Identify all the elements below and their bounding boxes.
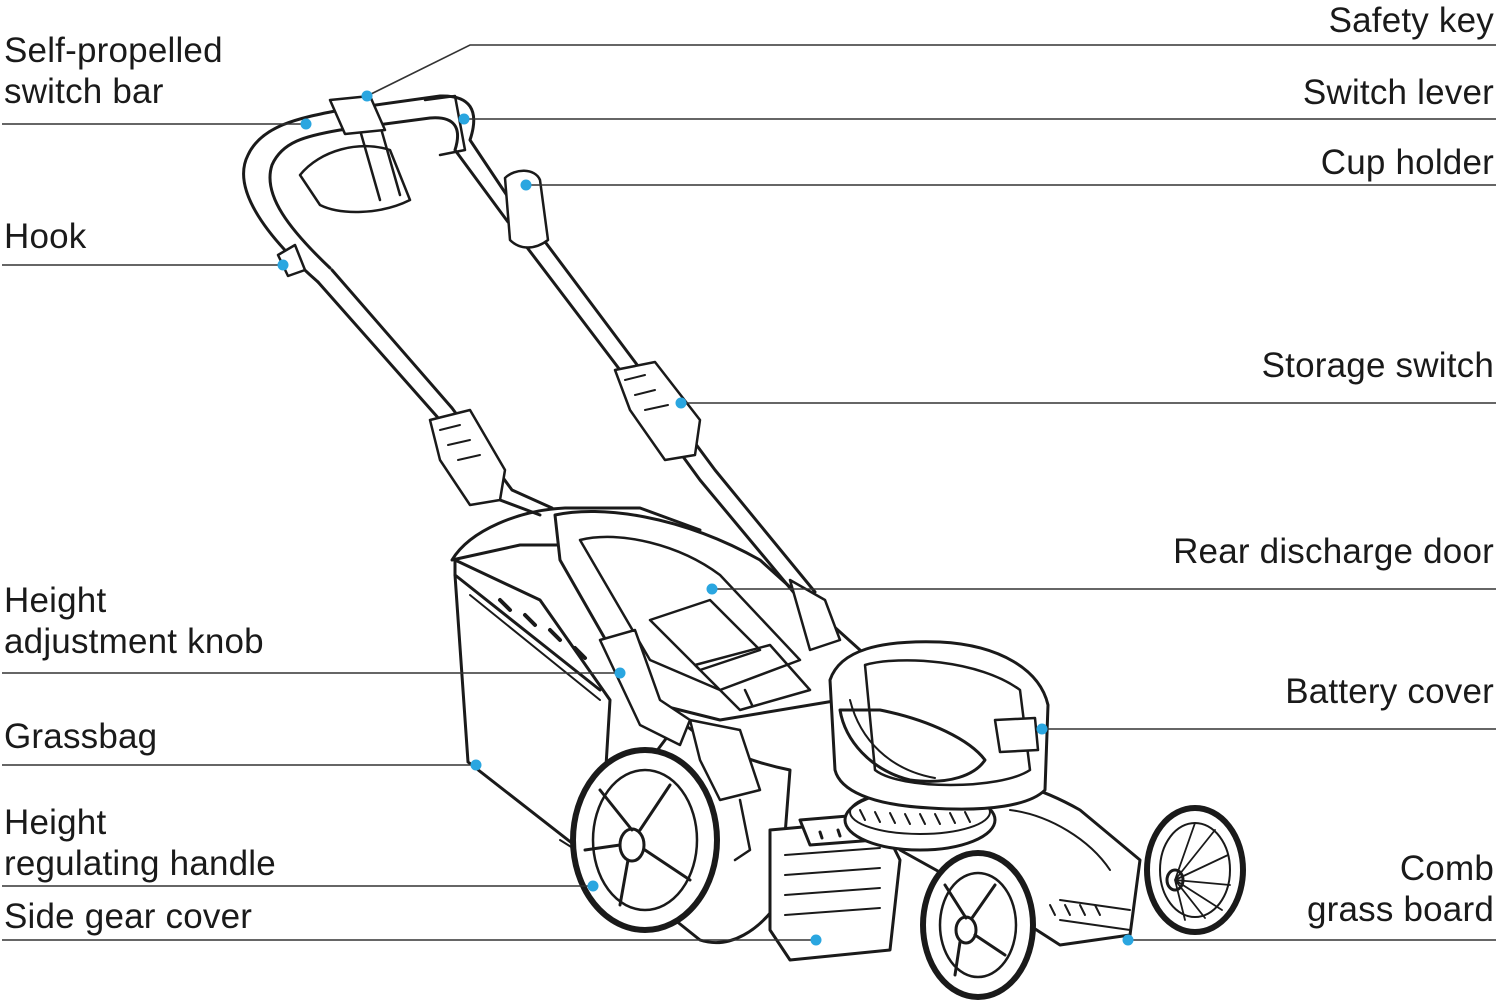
dot-height-adjustment-knob xyxy=(614,667,626,679)
dot-side-gear-cover xyxy=(810,934,822,946)
label-line: Self-propelled xyxy=(4,31,223,70)
dot-switch-lever xyxy=(458,113,470,125)
leader-safety-key xyxy=(366,44,1496,97)
label-height-adjustment-knob: Height adjustment knob xyxy=(4,580,264,662)
dot-battery-cover xyxy=(1036,723,1048,735)
label-comb-grass-board: Comb grass board xyxy=(1307,848,1494,930)
label-self-propelled-switch-bar: Self-propelled switch bar xyxy=(4,30,223,112)
dot-rear-discharge-door xyxy=(706,583,718,595)
front-right-wheel-shape xyxy=(1144,805,1246,935)
label-cup-holder: Cup holder xyxy=(1320,143,1494,182)
label-line: Height xyxy=(4,803,107,842)
handle-frame-shape xyxy=(242,94,842,862)
leader-lines xyxy=(2,44,1496,941)
label-grassbag: Grassbag xyxy=(4,717,158,756)
label-rear-discharge-door: Rear discharge door xyxy=(1173,532,1494,571)
label-line: adjustment knob xyxy=(4,622,264,661)
dot-comb-grass-board xyxy=(1122,934,1134,946)
label-hook: Hook xyxy=(4,217,87,256)
dot-storage-switch xyxy=(675,397,687,409)
front-left-wheel-shape xyxy=(920,850,1036,1000)
dot-cup-holder xyxy=(520,179,532,191)
dot-grassbag xyxy=(470,759,482,771)
dot-hook xyxy=(277,259,289,271)
lawn-mower-icon xyxy=(242,94,1246,1000)
label-side-gear-cover: Side gear cover xyxy=(4,897,253,936)
label-line: grass board xyxy=(1306,890,1494,929)
label-height-regulating-handle: Height regulating handle xyxy=(4,802,276,884)
dot-self-propelled-switch-bar xyxy=(300,118,312,130)
label-battery-cover: Battery cover xyxy=(1285,672,1494,711)
rear-left-wheel-shape xyxy=(570,747,720,933)
label-line: Height xyxy=(4,581,107,620)
label-line: regulating handle xyxy=(4,844,276,883)
label-line: Comb xyxy=(1399,849,1494,888)
label-line: switch bar xyxy=(4,72,164,111)
callout-dots xyxy=(277,90,1134,946)
dot-height-regulating-handle xyxy=(587,880,599,892)
label-switch-lever: Switch lever xyxy=(1302,73,1494,112)
dot-safety-key xyxy=(361,90,373,102)
label-storage-switch: Storage switch xyxy=(1261,346,1494,385)
battery-housing-shape xyxy=(828,640,1050,811)
label-safety-key: Safety key xyxy=(1328,1,1494,40)
